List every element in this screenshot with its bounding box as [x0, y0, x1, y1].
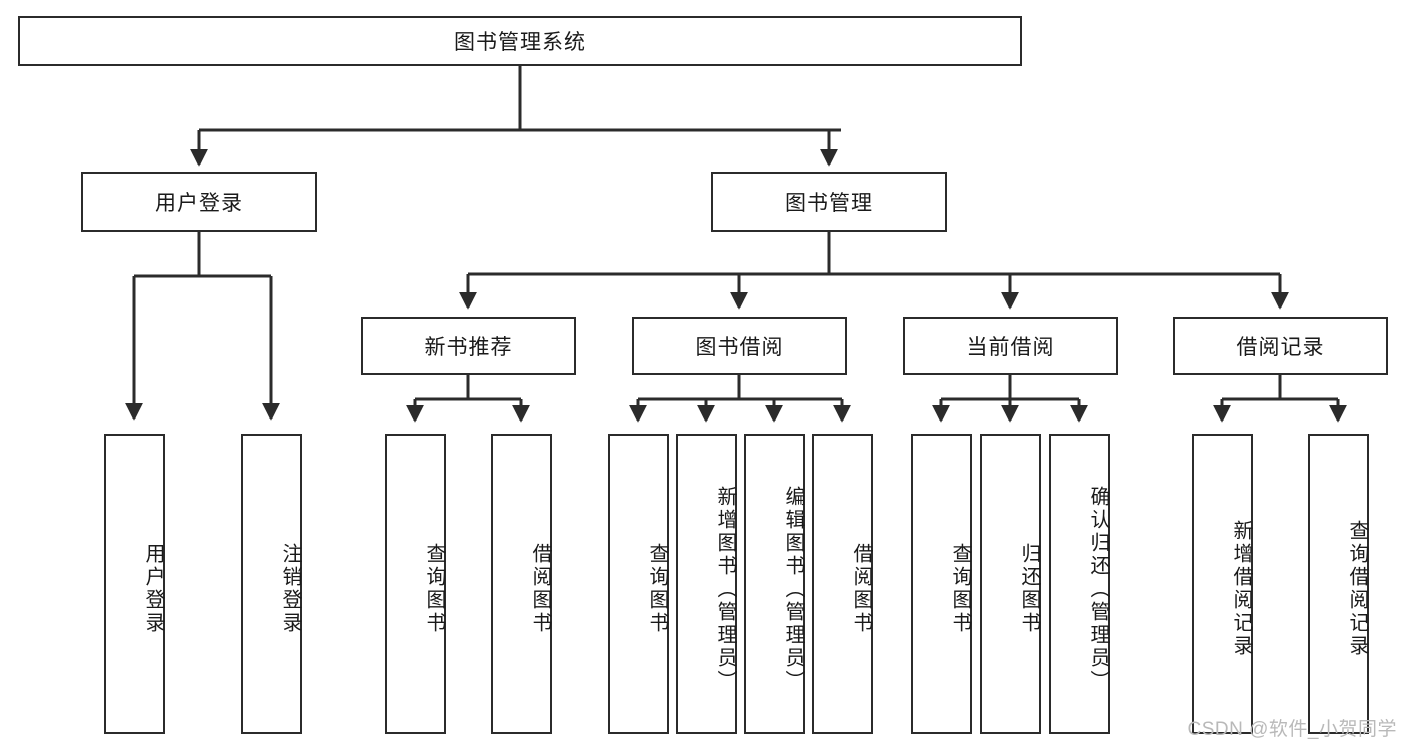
leaf-edit-book[interactable]: 编辑图书（管理员）	[744, 434, 805, 734]
node-label: 查询图书	[646, 543, 668, 635]
leaf-return-book[interactable]: 归还图书	[980, 434, 1041, 734]
node-label: 新书推荐	[424, 336, 513, 359]
node-label: 查询借阅记录	[1346, 520, 1368, 658]
node-user-login[interactable]: 用户登录	[81, 172, 317, 232]
node-label: 借阅图书	[850, 543, 872, 635]
node-label: 归还图书	[1018, 543, 1040, 635]
node-label: 注销登录	[279, 543, 301, 635]
csdn-watermark: CSDN @软件_小贺同学	[1187, 719, 1397, 740]
leaf-add-book[interactable]: 新增图书（管理员）	[676, 434, 737, 734]
node-current-borrow[interactable]: 当前借阅	[903, 317, 1118, 375]
node-label: 借阅记录	[1236, 336, 1325, 359]
node-label: 新增借阅记录	[1230, 520, 1252, 658]
leaf-borrow-book-1[interactable]: 借阅图书	[491, 434, 552, 734]
node-borrow-record[interactable]: 借阅记录	[1173, 317, 1388, 375]
node-new-book-recommend[interactable]: 新书推荐	[361, 317, 576, 375]
node-book-borrow[interactable]: 图书借阅	[632, 317, 847, 375]
node-label: 当前借阅	[966, 336, 1055, 359]
node-label: 用户登录	[142, 543, 164, 635]
node-book-management[interactable]: 图书管理	[711, 172, 947, 232]
node-label: 借阅图书	[529, 543, 551, 635]
leaf-query-record[interactable]: 查询借阅记录	[1308, 434, 1369, 734]
node-label: 图书管理系统	[454, 31, 586, 54]
leaf-add-record[interactable]: 新增借阅记录	[1192, 434, 1253, 734]
leaf-confirm-return[interactable]: 确认归还（管理员）	[1049, 434, 1110, 734]
node-label: 图书借阅	[695, 336, 784, 359]
leaf-borrow-book-2[interactable]: 借阅图书	[812, 434, 873, 734]
node-book-management-system[interactable]: 图书管理系统	[18, 16, 1022, 66]
node-label: 编辑图书（管理员）	[782, 485, 804, 693]
leaf-logout-login[interactable]: 注销登录	[241, 434, 302, 734]
leaf-query-book-3[interactable]: 查询图书	[911, 434, 972, 734]
node-label: 新增图书（管理员）	[714, 485, 736, 693]
leaf-query-book-1[interactable]: 查询图书	[385, 434, 446, 734]
node-label: 查询图书	[423, 543, 445, 635]
node-label: 查询图书	[949, 543, 971, 635]
leaf-query-book-2[interactable]: 查询图书	[608, 434, 669, 734]
node-label: 图书管理	[785, 192, 873, 215]
node-label: 用户登录	[155, 192, 243, 215]
leaf-user-login[interactable]: 用户登录	[104, 434, 165, 734]
node-label: 确认归还（管理员）	[1087, 485, 1109, 693]
